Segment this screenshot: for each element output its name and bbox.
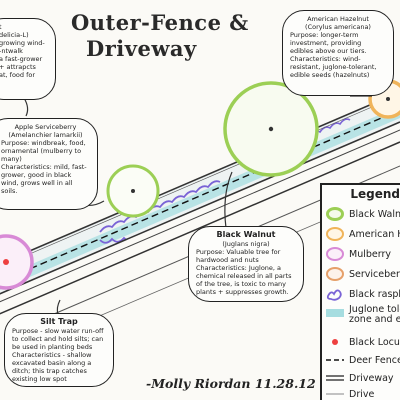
legend-label: Deer Fence — [349, 354, 400, 366]
callout-american-hazelnut: American Hazelnut (Corylus americana) Pu… — [282, 10, 394, 96]
legend-item-black-walnut: Black Walnut — [326, 205, 400, 223]
strip-upper-edge — [0, 91, 400, 265]
serviceberry-latin: (Amelanchier lamarkii) — [8, 131, 83, 139]
legend-item-drive: Drive — [326, 385, 374, 400]
callout-silt-trap: Silt Trap Purpose - slow water run-off t… — [4, 313, 114, 387]
legend-item-american-hazelnut: American Hazelnut — [326, 225, 400, 243]
legend-item-driveway: Driveway — [326, 369, 394, 387]
callout-top-left-line: a fast-grower — [0, 55, 43, 63]
strip-lower-edge — [0, 121, 400, 295]
driveway-lines-icon — [326, 371, 344, 385]
legend-label: Driveway — [349, 372, 394, 384]
black-locust-dot-icon — [326, 335, 344, 349]
legend-label: American Hazelnut — [349, 228, 400, 240]
leader-silt-trap — [56, 299, 61, 315]
legend-label: Drive — [349, 388, 375, 400]
silt-trap-name: Silt Trap — [40, 317, 78, 326]
hazelnut-symbol-icon — [326, 227, 344, 241]
deer-fence-line — [0, 109, 400, 283]
legend-label: Black raspberry — [349, 288, 400, 300]
silt-trap-characteristics: Characteristics - shallow excavated basi… — [12, 351, 92, 383]
serviceberry-symbol-icon — [326, 267, 344, 281]
legend-item-mulberry: Mulberry — [326, 245, 391, 263]
silt-trap-purpose: Purpose - slow water run-off to collect … — [12, 327, 104, 351]
legend-label: Juglone tolerant zone and edges — [349, 304, 400, 325]
leader-top-left — [23, 97, 29, 117]
walnut-purpose: Purpose: Valuable tree for hardwood and … — [196, 248, 281, 264]
walnut-name: Black Walnut — [216, 230, 276, 239]
deer-fence-dash-icon — [326, 353, 344, 367]
hazelnut-characteristics: Characteristics: wind-resistant, juglone… — [290, 55, 377, 79]
legend-item-black-locust: Black Locust — [326, 333, 400, 351]
callout-top-left-line: t — [0, 23, 48, 31]
driveway-line-1 — [0, 129, 400, 303]
hazelnut-purpose: Purpose: longer-term investment, providi… — [290, 31, 367, 55]
legend-label: Black Walnut — [349, 208, 400, 220]
walnut-latin: (Juglans nigra) — [222, 240, 270, 248]
callout-black-walnut: Black Walnut (Juglans nigra) Purpose: Va… — [188, 226, 304, 302]
callout-top-left-line: delicia-L) — [0, 31, 29, 39]
mulberry-tree-left — [0, 234, 34, 290]
hazelnut-name: American Hazelnut — [307, 15, 369, 23]
legend-item-serviceberry: Serviceberry — [326, 265, 400, 283]
legend-label: Mulberry — [349, 248, 391, 260]
serviceberry-purpose: Purpose: windbreak, food, ornamental (mu… — [1, 139, 86, 163]
black-walnut-symbol-icon — [326, 207, 344, 221]
walnut-characteristics: Characteristics: Juglone, a chemical rel… — [196, 264, 292, 296]
legend: Legend Black Walnut American Hazelnut Mu… — [320, 183, 400, 400]
hazelnut-latin: (Corylus americana) — [305, 23, 371, 31]
serviceberry-characteristics: Characteristics: mild, fast-grower, good… — [1, 163, 87, 195]
legend-item-juglone-zone: Juglone tolerant zone and edges — [326, 305, 400, 331]
callout-top-left-line: at, food for — [0, 71, 36, 79]
serviceberry-name: Apple Serviceberry — [14, 123, 77, 131]
raspberry-scallop-icon — [326, 287, 344, 301]
leader-walnut — [224, 171, 233, 229]
mulberry-symbol-icon — [326, 247, 344, 261]
callout-top-left-line: growing wind- — [0, 39, 45, 47]
legend-label: Black Locust — [349, 336, 400, 348]
serviceberry-tree-mid — [106, 164, 160, 218]
callout-top-left-line: -ntwalk — [0, 47, 23, 55]
callout-top-left-line: + attrapcts — [0, 63, 36, 71]
legend-title: Legend — [350, 187, 400, 201]
black-walnut-tree-large — [223, 81, 319, 177]
drive-line-icon — [326, 387, 344, 400]
legend-item-black-raspberry: Black raspberry — [326, 285, 400, 303]
author-signature: -Molly Riordan 11.28.12 — [146, 376, 316, 391]
page-title-line1: Outer-Fence & — [71, 10, 249, 35]
legend-item-deer-fence: Deer Fence — [326, 351, 400, 369]
strip-upper-edge-2 — [0, 94, 400, 268]
juglone-zone-band-icon — [326, 309, 344, 317]
callout-apple-serviceberry: Apple Serviceberry (Amelanchier lamarkii… — [0, 118, 98, 210]
legend-label: Serviceberry — [349, 268, 400, 280]
page-title-line2: Driveway — [86, 36, 197, 61]
driveway-line-2 — [0, 141, 400, 315]
callout-top-left: t delicia-L) growing wind- -ntwalk a fas… — [0, 18, 56, 100]
